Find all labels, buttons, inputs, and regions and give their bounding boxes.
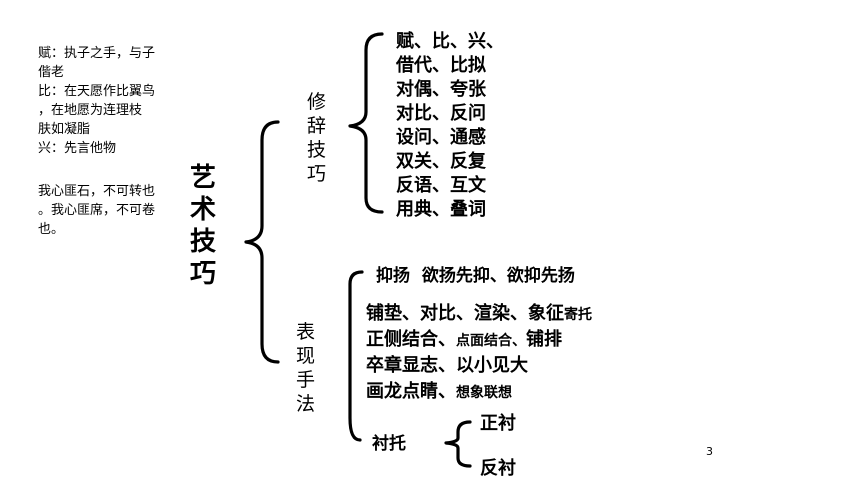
- expression-char: 手: [296, 369, 316, 391]
- note-line: 偕老: [38, 65, 65, 80]
- note-line: 比：在天愿作比翼鸟: [38, 84, 156, 99]
- rhetoric-item: 对偶、夸张: [396, 79, 486, 100]
- expression-text: 铺垫、对比、渲染、象征: [366, 303, 564, 324]
- expression-line-sides: 正侧结合、点面结合、铺排: [366, 325, 562, 351]
- rhetoric-item: 借代、比拟: [396, 55, 486, 76]
- quote-line: 也。: [38, 222, 65, 237]
- expression-char: 现: [296, 345, 316, 367]
- notes-block: 赋：执子之手，与子 偕老 比：在天愿作比翼鸟 ，在地愿为连理枝 肤如凝脂 兴：先…: [38, 44, 155, 158]
- root-char: 技: [190, 227, 219, 257]
- contrast-label: 衬托: [372, 434, 406, 454]
- contrast-item-positive: 正衬: [480, 413, 516, 434]
- expression-line-symbol: 铺垫、对比、渲染、象征寄托: [366, 299, 592, 325]
- quote-block: 我心匪石，不可转也 。我心匪席，不可卷 也。: [38, 182, 155, 239]
- page-number: 3: [706, 445, 713, 458]
- expression-text: 铺排: [526, 329, 562, 350]
- rhetoric-item: 用典、叠词: [396, 199, 486, 220]
- expression-line-praise: 抑扬 欲扬先抑、欲抑先扬: [376, 266, 575, 286]
- rhetoric-char: 辞: [307, 115, 327, 137]
- expression-small-text: 寄托: [564, 307, 592, 323]
- rhetoric-item: 双关、反复: [396, 151, 486, 172]
- root-label: 艺 术 技 巧: [190, 162, 218, 290]
- expression-text: 正侧结合、: [366, 329, 456, 350]
- expression-char: 表: [296, 321, 316, 343]
- expression-char: 法: [296, 393, 316, 415]
- rhetoric-item: 对比、反问: [396, 103, 486, 124]
- expression-small-text: 想象联想: [456, 385, 512, 401]
- expression-bracket: [348, 270, 364, 442]
- rhetoric-label: 修 辞 技 巧: [307, 90, 326, 186]
- note-line: ，在地愿为连理枝: [38, 103, 143, 118]
- contrast-bracket: [444, 420, 472, 468]
- note-line: 兴：先言他物: [38, 141, 117, 156]
- expression-text: 画龙点睛、: [366, 381, 456, 402]
- main-bracket: [244, 120, 280, 364]
- root-char: 艺: [190, 163, 219, 193]
- quote-line: 。我心匪席，不可卷: [38, 203, 156, 218]
- rhetoric-bracket: [348, 32, 384, 214]
- expression-label: 表 现 手 法: [296, 320, 315, 416]
- note-line: 肤如凝脂: [38, 122, 91, 137]
- rhetoric-item: 反语、互文: [396, 175, 486, 196]
- root-char: 巧: [190, 259, 219, 289]
- expression-line-finish: 画龙点睛、想象联想: [366, 377, 512, 403]
- root-char: 术: [190, 195, 219, 225]
- rhetoric-char: 修: [307, 91, 327, 113]
- rhetoric-list: 赋、比、兴、 借代、比拟 对偶、夸张 对比、反问 设问、通感 双关、反复 反语、…: [396, 30, 504, 222]
- expression-line-theme: 卒章显志、以小见大: [366, 355, 528, 376]
- quote-line: 我心匪石，不可转也: [38, 184, 156, 199]
- rhetoric-char: 巧: [307, 163, 327, 185]
- rhetoric-item: 赋、比、兴、: [396, 31, 504, 52]
- note-line: 赋：执子之手，与子: [38, 46, 156, 61]
- rhetoric-char: 技: [307, 139, 327, 161]
- rhetoric-item: 设问、通感: [396, 127, 486, 148]
- contrast-item-negative: 反衬: [480, 458, 516, 479]
- expression-small-text: 点面结合、: [456, 333, 526, 349]
